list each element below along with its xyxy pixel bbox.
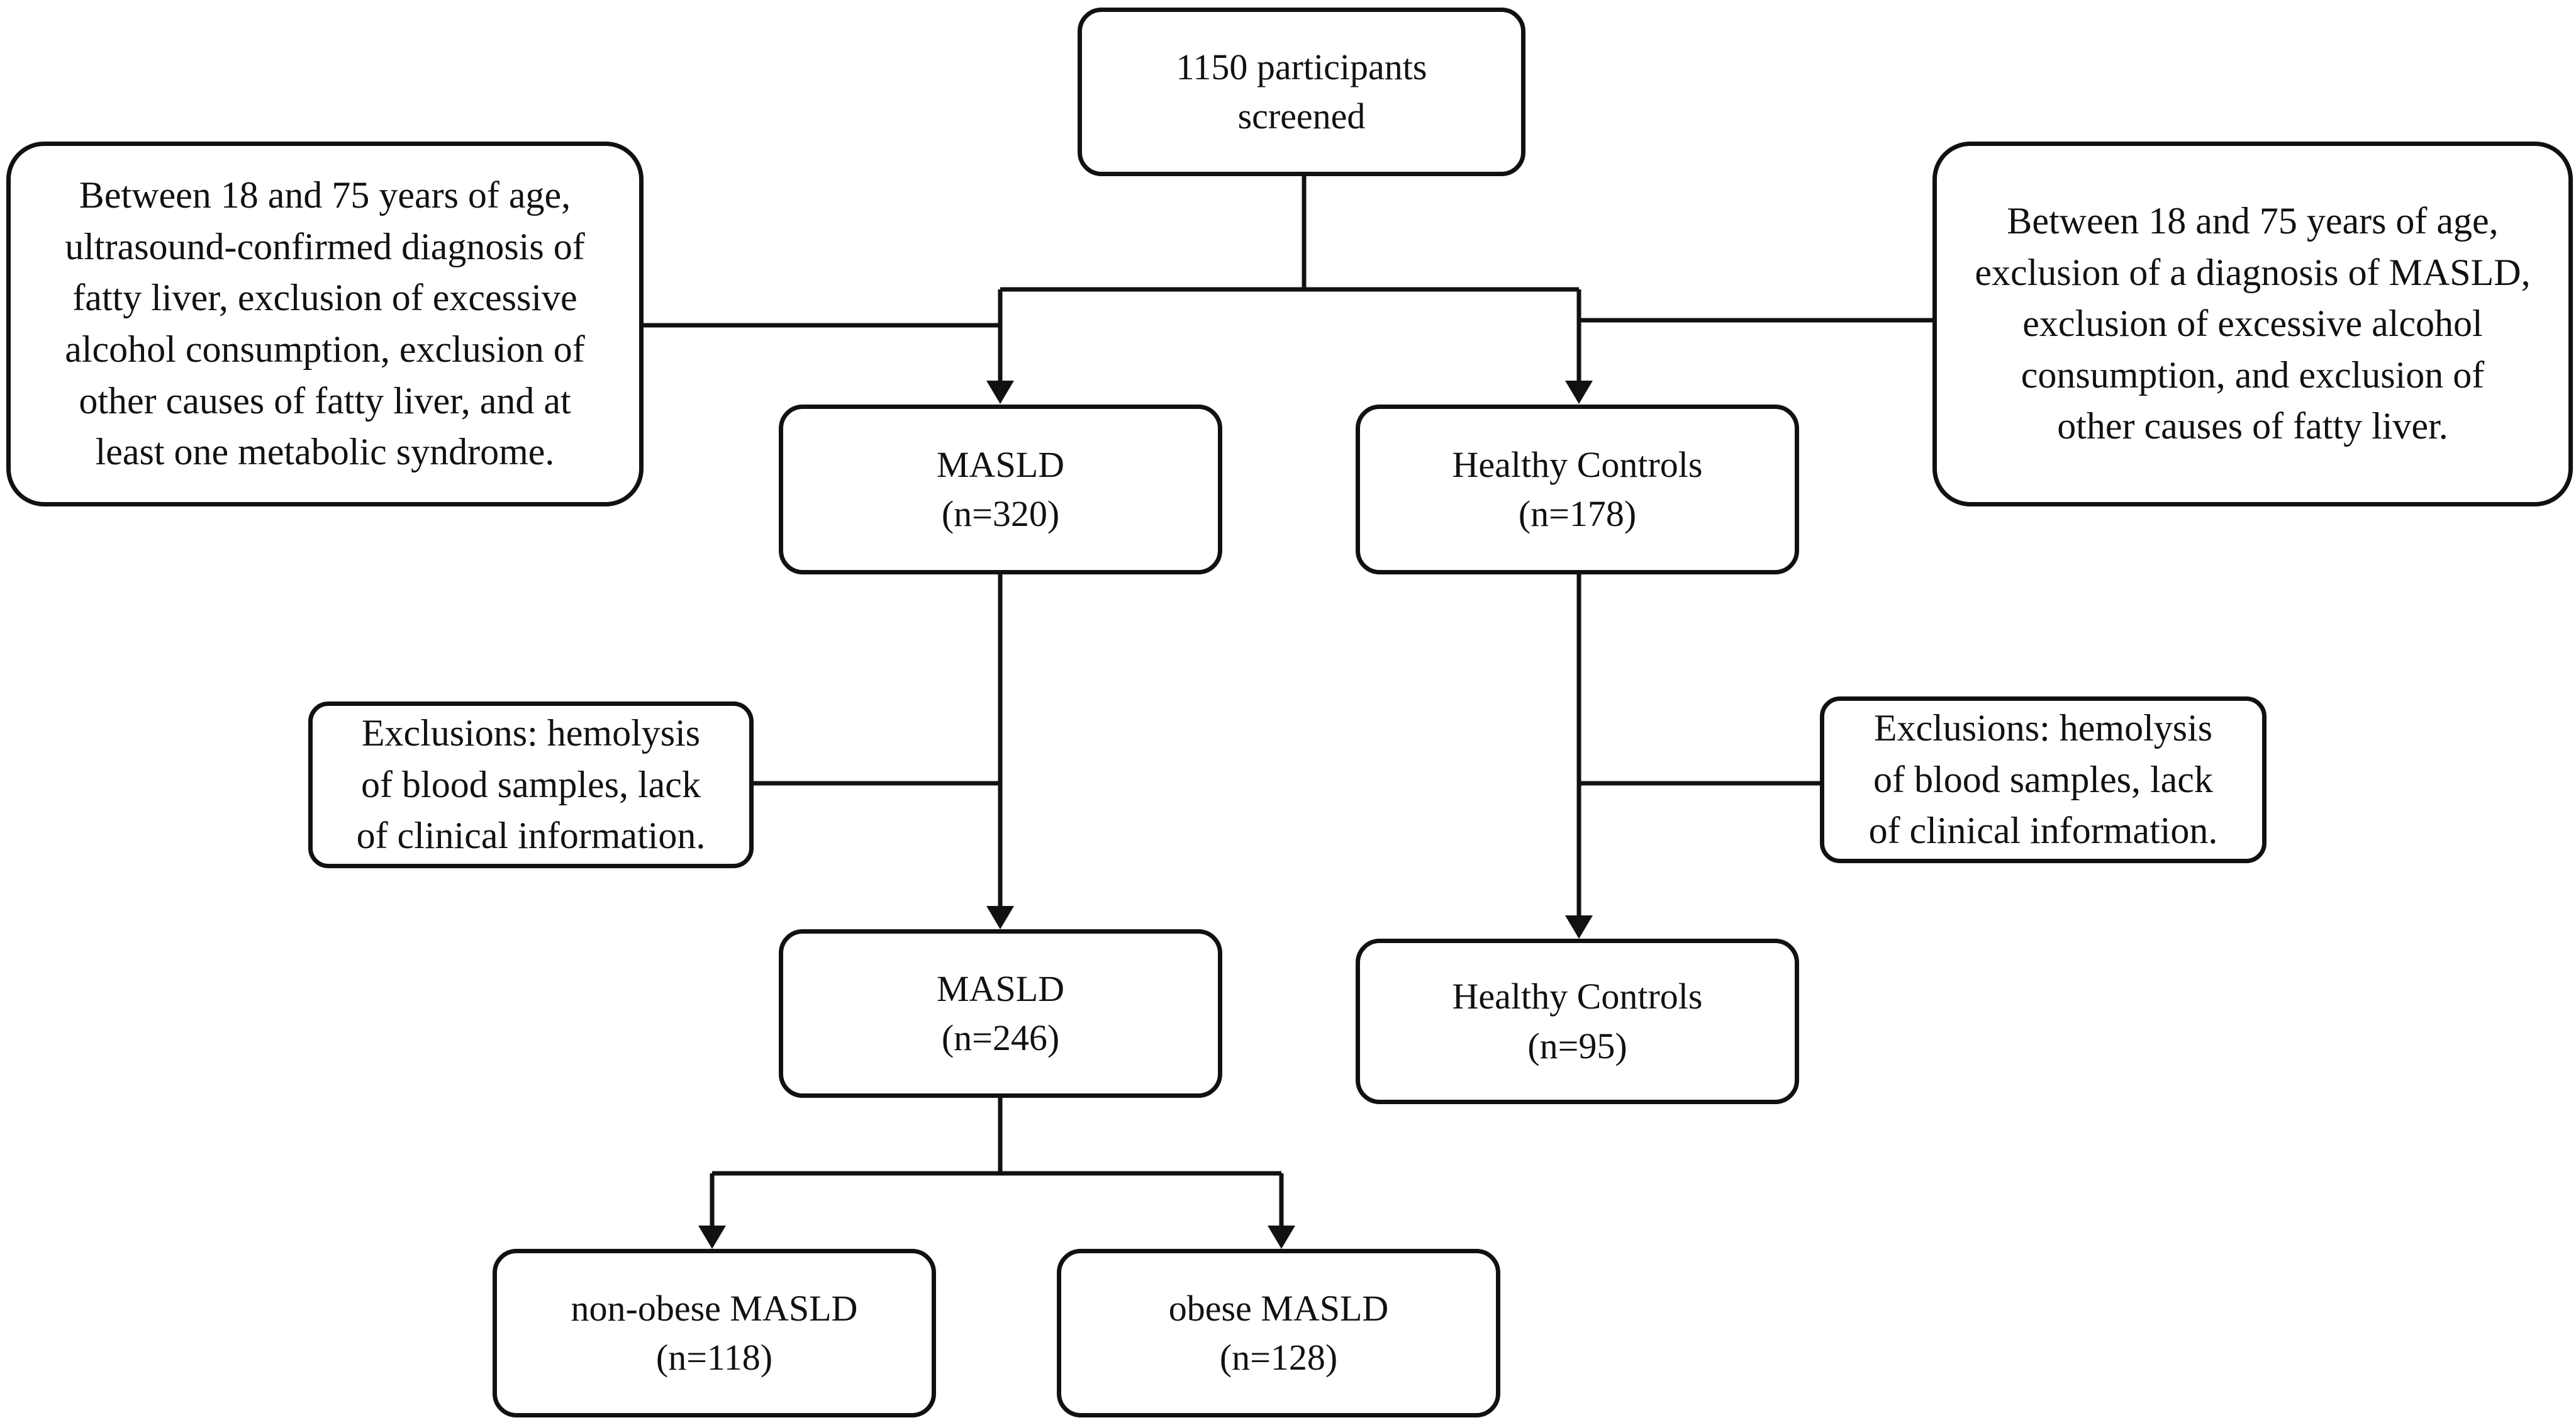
exclusions-left-line: of clinical information. xyxy=(356,815,706,857)
control-criteria-line: exclusion of excessive alcohol xyxy=(2022,303,2483,345)
control-criteria-line: other causes of fatty liver. xyxy=(2057,405,2448,447)
controls-final-count: (n=95) xyxy=(1527,1025,1627,1066)
exclusions-right-line: Exclusions: hemolysis xyxy=(1873,707,2213,749)
masld-criteria-box: Between 18 and 75 years of age, ultrasou… xyxy=(6,142,644,506)
masld-initial-count: (n=320) xyxy=(941,493,1060,534)
control-criteria-box: Between 18 and 75 years of age, exclusio… xyxy=(1932,142,2573,506)
obese-label: obese MASLD xyxy=(1168,1287,1389,1329)
arrowhead-controls-initial xyxy=(1565,381,1593,404)
arrowhead-obese xyxy=(1268,1226,1295,1249)
masld-initial-label: MASLD xyxy=(936,444,1065,485)
controls-final-box: Healthy Controls (n=95) xyxy=(1356,939,1799,1104)
controls-initial-label: Healthy Controls xyxy=(1452,444,1703,485)
masld-criteria-line: Between 18 and 75 years of age, xyxy=(79,174,571,216)
non-obese-box: non-obese MASLD (n=118) xyxy=(493,1249,936,1417)
masld-criteria-line: alcohol consumption, exclusion of xyxy=(65,328,585,370)
control-criteria-line: exclusion of a diagnosis of MASLD, xyxy=(1975,251,2531,293)
screened-box: 1150 participants screened xyxy=(1078,8,1525,176)
control-criteria-line: consumption, and exclusion of xyxy=(2021,354,2485,396)
control-criteria-line: Between 18 and 75 years of age, xyxy=(2007,200,2499,242)
exclusions-right-line: of clinical information. xyxy=(1868,810,2218,852)
non-obese-count: (n=118) xyxy=(655,1337,773,1378)
arrowhead-masld-final xyxy=(986,906,1014,929)
masld-final-label: MASLD xyxy=(936,968,1065,1009)
masld-criteria-line: least one metabolic syndrome. xyxy=(95,431,555,473)
obese-box: obese MASLD (n=128) xyxy=(1057,1249,1500,1417)
arrowhead-controls-final xyxy=(1565,915,1593,939)
exclusions-left-line: Exclusions: hemolysis xyxy=(361,712,701,754)
masld-final-count: (n=246) xyxy=(941,1017,1060,1058)
masld-criteria-line: fatty liver, exclusion of excessive xyxy=(72,277,577,319)
exclusions-right-box: Exclusions: hemolysis of blood samples, … xyxy=(1820,696,2267,863)
arrowhead-masld-initial xyxy=(986,381,1014,404)
exclusions-left-line: of blood samples, lack xyxy=(361,763,701,805)
obese-count: (n=128) xyxy=(1219,1337,1338,1378)
exclusions-right-line: of blood samples, lack xyxy=(1873,758,2213,800)
masld-criteria-line: ultrasound-confirmed diagnosis of xyxy=(65,225,585,267)
non-obese-label: non-obese MASLD xyxy=(571,1287,858,1329)
controls-initial-count: (n=178) xyxy=(1518,493,1637,534)
screened-line-1: 1150 participants xyxy=(1176,46,1427,87)
masld-initial-box: MASLD (n=320) xyxy=(779,405,1222,574)
exclusions-left-box: Exclusions: hemolysis of blood samples, … xyxy=(308,701,754,868)
controls-final-label: Healthy Controls xyxy=(1452,976,1703,1017)
arrowhead-non-obese xyxy=(698,1226,726,1249)
masld-final-box: MASLD (n=246) xyxy=(779,929,1222,1098)
screened-line-2: screened xyxy=(1237,96,1366,137)
masld-criteria-line: other causes of fatty liver, and at xyxy=(79,379,571,422)
controls-initial-box: Healthy Controls (n=178) xyxy=(1356,405,1799,574)
